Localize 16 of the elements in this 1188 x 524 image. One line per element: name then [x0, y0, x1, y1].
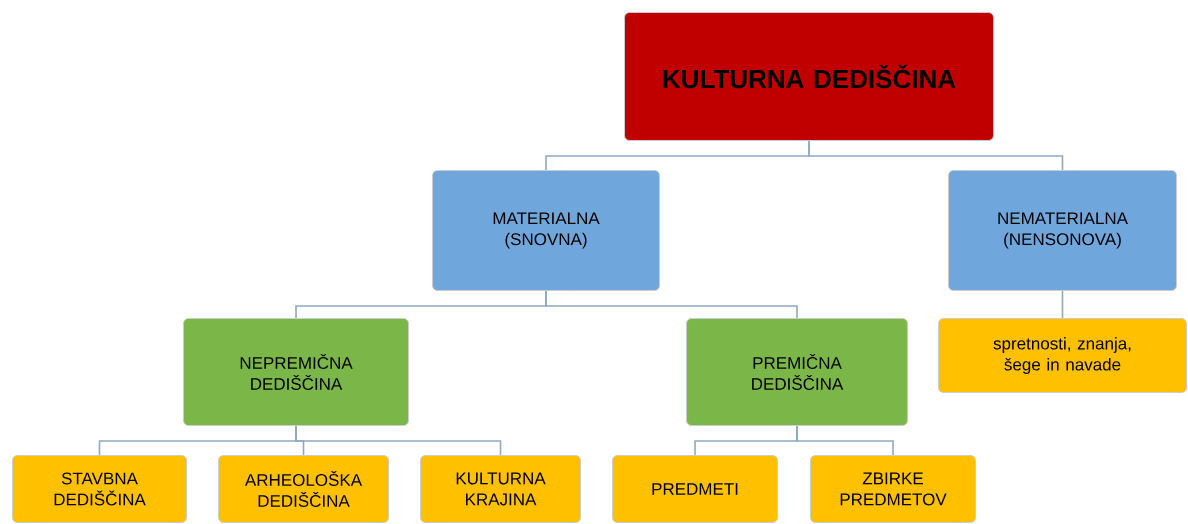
category-box: MATERIALNA (SNOVNA)	[432, 170, 660, 291]
item-box: KULTURNA KRAJINA	[420, 455, 581, 523]
connector	[796, 425, 894, 456]
category-box: PREMIČNA DEDIŠČINA	[686, 318, 908, 426]
item-box: ARHEOLOŠKA DEDIŠČINA	[218, 455, 389, 523]
item-box: ZBIRKE PREDMETOV	[810, 455, 976, 523]
connector	[295, 425, 502, 456]
item-box: PREDMETI	[612, 455, 778, 523]
item-box: STAVBNA DEDIŠČINA	[12, 455, 187, 523]
connector	[808, 140, 1064, 171]
connector	[1061, 290, 1064, 319]
item-box: spretnosti, znanja, šege in navade	[938, 318, 1187, 393]
title-box: KULTURNA DEDIŠČINA	[624, 12, 994, 141]
category-box: NEMATERIALNA (NENSONOVA)	[948, 170, 1177, 291]
connector	[545, 290, 798, 319]
category-box: NEPREMIČNA DEDIŠČINA	[183, 318, 409, 426]
